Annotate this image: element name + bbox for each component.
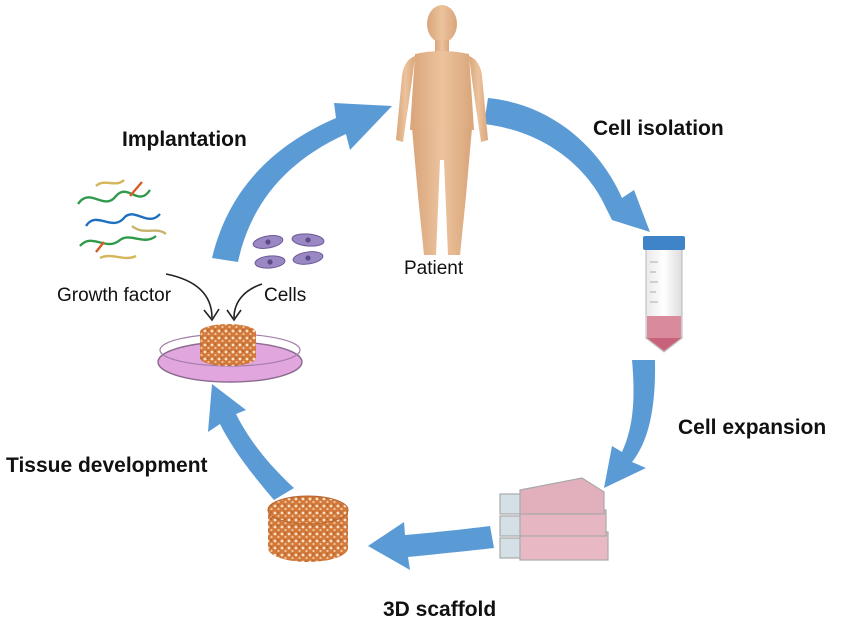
cycle-arrows: [208, 98, 656, 570]
arrow-cell-isolation: [484, 98, 650, 232]
petri-dish: [157, 324, 303, 383]
label-growth-factor: Growth factor: [57, 285, 172, 306]
arrow-implantation: [212, 103, 392, 262]
culture-flasks: [499, 477, 609, 561]
centrifuge-tube: [643, 236, 685, 353]
label-implantation: Implantation: [122, 128, 247, 151]
label-tissue-development: Tissue development: [6, 454, 208, 477]
label-cells: Cells: [264, 285, 307, 306]
pointer-growth-factor: [165, 273, 213, 319]
pointer-arrows: [165, 273, 263, 322]
label-cell-expansion: Cell expansion: [678, 416, 827, 439]
patient-figure: [396, 5, 488, 255]
pointer-cells: [233, 283, 263, 319]
label-patient: Patient: [404, 258, 464, 279]
label-3d-scaffold: 3D scaffold: [383, 598, 497, 621]
arrow-tissue-development: [208, 384, 294, 500]
label-cell-isolation: Cell isolation: [593, 117, 724, 140]
arrow-cell-expansion: [604, 360, 656, 488]
arrow-3d-scaffold: [368, 522, 494, 570]
growth-factor-protein: [77, 179, 167, 260]
cells-group: [252, 233, 325, 269]
scaffold-3d: [267, 495, 349, 562]
